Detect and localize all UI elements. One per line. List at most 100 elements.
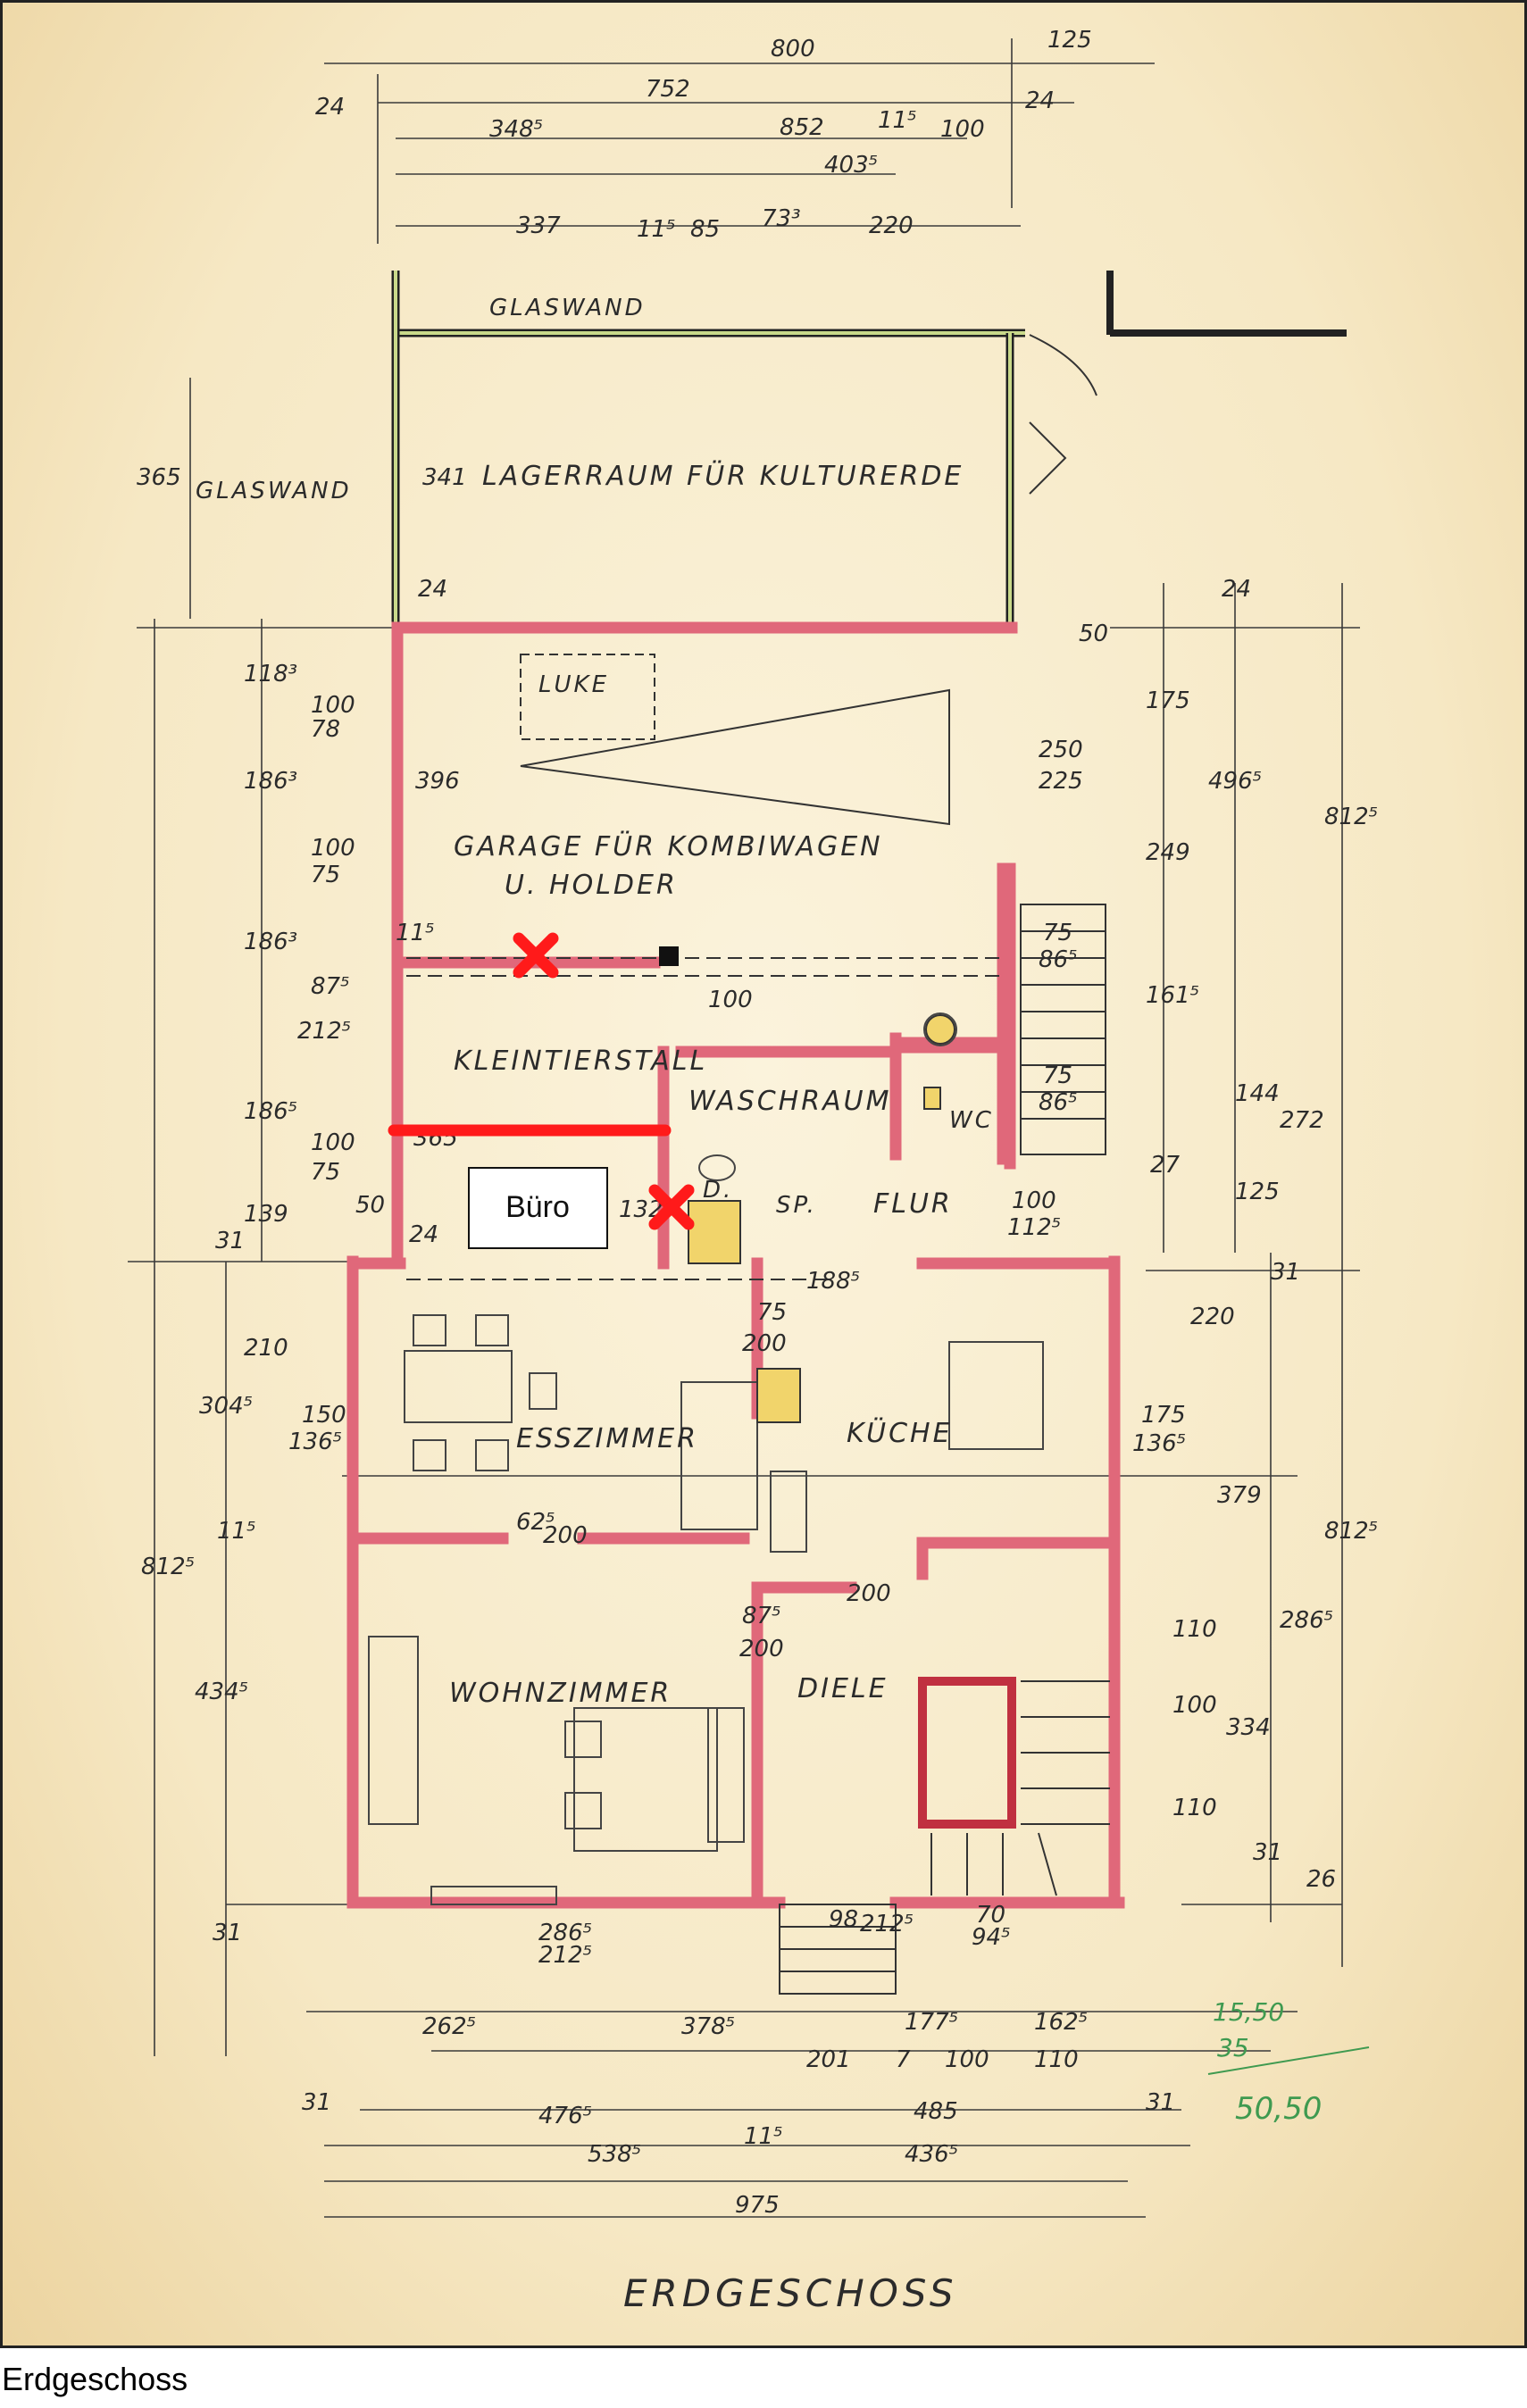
dim-left: 396 — [415, 768, 460, 795]
dim-left: 304⁵ — [199, 1393, 253, 1420]
dim-left: 812⁵ — [141, 1554, 195, 1580]
furniture — [368, 1012, 1044, 1905]
dim-interior: 98 — [829, 1906, 858, 1933]
building-walls — [346, 621, 1125, 1909]
dim-bottom: 31 — [1146, 2089, 1175, 2116]
dim-right: 110 — [1172, 1795, 1217, 1821]
dim-top: 11⁵ — [878, 107, 917, 134]
dim-interior: 112⁵ — [1007, 1214, 1061, 1241]
dim-right: 136⁵ — [1132, 1430, 1186, 1457]
office-label: Büro — [505, 1190, 570, 1224]
garage-details — [406, 654, 1003, 1280]
dim-left: 136⁵ — [288, 1429, 342, 1455]
sanitary-fixtures — [688, 1014, 955, 1423]
dim-right: 24 — [1222, 576, 1251, 603]
column — [659, 946, 679, 966]
dim-interior: 212⁵ — [538, 1942, 592, 1969]
dim-right: 26 — [1306, 1866, 1336, 1893]
dim-top: 220 — [869, 212, 914, 239]
room-shower-label: D. — [703, 1177, 733, 1204]
dim-left: 100 — [311, 835, 355, 862]
dim-right: 286⁵ — [1280, 1607, 1333, 1634]
room-kitchen-label: KÜCHE — [847, 1417, 953, 1449]
dim-left: 118³ — [244, 661, 297, 687]
dim-right: 225 — [1039, 768, 1083, 795]
dim-right: 379 — [1217, 1482, 1262, 1509]
room-wc-label: WC — [949, 1107, 994, 1134]
dim-left: 150 — [302, 1402, 346, 1429]
dim-right: 249 — [1146, 839, 1190, 866]
dim-left: 24 — [409, 1221, 438, 1248]
dim-interior: 200 — [847, 1580, 891, 1607]
dim-interior: 200 — [543, 1522, 588, 1549]
dim-top: 752 — [646, 76, 690, 103]
glass-wall-left-label: GLASWAND — [196, 478, 352, 504]
dim-top: 24 — [1025, 87, 1055, 114]
dim-left: 434⁵ — [195, 1679, 248, 1705]
dim-top: 337 — [516, 212, 561, 239]
dim-bottom: 538⁵ — [588, 2141, 641, 2168]
dim-right: 144 — [1235, 1080, 1280, 1107]
floor-plan-sheet: LAGERRAUM FÜR KULTURERDE GARAGE FÜR KOMB… — [0, 0, 1527, 2348]
dim-right: 272 — [1280, 1107, 1324, 1134]
dim-left: 139 — [244, 1201, 288, 1228]
dim-top: 403⁵ — [824, 152, 878, 179]
dim-left: 186³ — [244, 929, 297, 955]
dim-right: 175 — [1146, 687, 1190, 714]
room-foyer-label: DIELE — [797, 1673, 889, 1704]
dim-right: 110 — [1172, 1616, 1217, 1643]
dim-interior: 62⁵ — [516, 1509, 555, 1536]
room-garage-label: GARAGE FÜR KOMBIWAGEN — [454, 830, 883, 862]
dim-right: 31 — [1271, 1259, 1300, 1286]
dim-bottom: 177⁵ — [905, 2009, 958, 2036]
dim-top: 348⁵ — [489, 116, 543, 143]
room-stall-label: KLEINTIERSTALL — [454, 1046, 707, 1077]
dim-interior: 75 — [757, 1299, 787, 1326]
room-storage-label: LAGERRAUM FÜR KULTURERDE — [482, 460, 964, 492]
dim-top: 100 — [940, 116, 985, 143]
dim-left: 186³ — [244, 768, 297, 795]
dim-right: 100 — [1172, 1692, 1217, 1719]
hatch-label: LUKE — [538, 671, 609, 698]
dim-left: 24 — [418, 576, 447, 603]
dim-top: 24 — [315, 94, 345, 121]
dim-interior: 75 — [1043, 1062, 1072, 1089]
dim-bottom: 436⁵ — [905, 2141, 958, 2168]
dim-right: 27 — [1150, 1152, 1181, 1179]
dim-bottom: 476⁵ — [538, 2103, 592, 2129]
dim-top: 852 — [780, 114, 824, 141]
dim-left: 78 — [311, 716, 340, 743]
dim-left: 100 — [311, 1129, 355, 1156]
dim-bottom: 162⁵ — [1034, 2009, 1088, 2036]
dim-right: 496⁵ — [1208, 768, 1262, 795]
room-labels: LAGERRAUM FÜR KULTURERDE GARAGE FÜR KOMB… — [196, 295, 994, 1709]
dim-interior: 100 — [1012, 1187, 1056, 1214]
dim-left: 31 — [213, 1920, 242, 1946]
red-annotations — [388, 932, 695, 1230]
dim-left: 100 — [311, 692, 355, 719]
dim-bottom: 7 — [896, 2046, 911, 2073]
dim-interior: 286⁵ — [538, 1920, 592, 1946]
green-notes: 15,50 35 50,50 — [1213, 1997, 1322, 2127]
glass-wall-top-label: GLASWAND — [489, 295, 646, 321]
figure-caption: Erdgeschoss — [2, 2361, 188, 2397]
dim-right: 334 — [1226, 1714, 1271, 1741]
dim-right: 50 — [1079, 621, 1108, 647]
dim-left: 87⁵ — [311, 973, 350, 1000]
room-dining-label: ESSZIMMER — [516, 1423, 698, 1454]
dim-right: 250 — [1039, 737, 1083, 763]
dim-left: 75 — [311, 1159, 340, 1186]
green-note: 50,50 — [1235, 2091, 1322, 2127]
dim-bottom: 11⁵ — [744, 2123, 783, 2150]
plan-title: ERDGESCHOSS — [623, 2271, 958, 2315]
dim-bottom: 100 — [945, 2046, 989, 2073]
dim-top: 800 — [771, 36, 815, 62]
room-laundry-label: WASCHRAUM — [688, 1086, 891, 1117]
dimension-lines — [128, 38, 1360, 2218]
green-note-line — [1207, 2046, 1370, 2075]
dim-left: 31 — [215, 1228, 245, 1254]
room-garage-sub-label: U. HOLDER — [505, 870, 678, 901]
green-note: 35 — [1217, 2033, 1249, 2062]
dim-interior: 86⁵ — [1039, 1089, 1078, 1116]
floor-plan-drawing: LAGERRAUM FÜR KULTURERDE GARAGE FÜR KOMB… — [128, 27, 1378, 2315]
